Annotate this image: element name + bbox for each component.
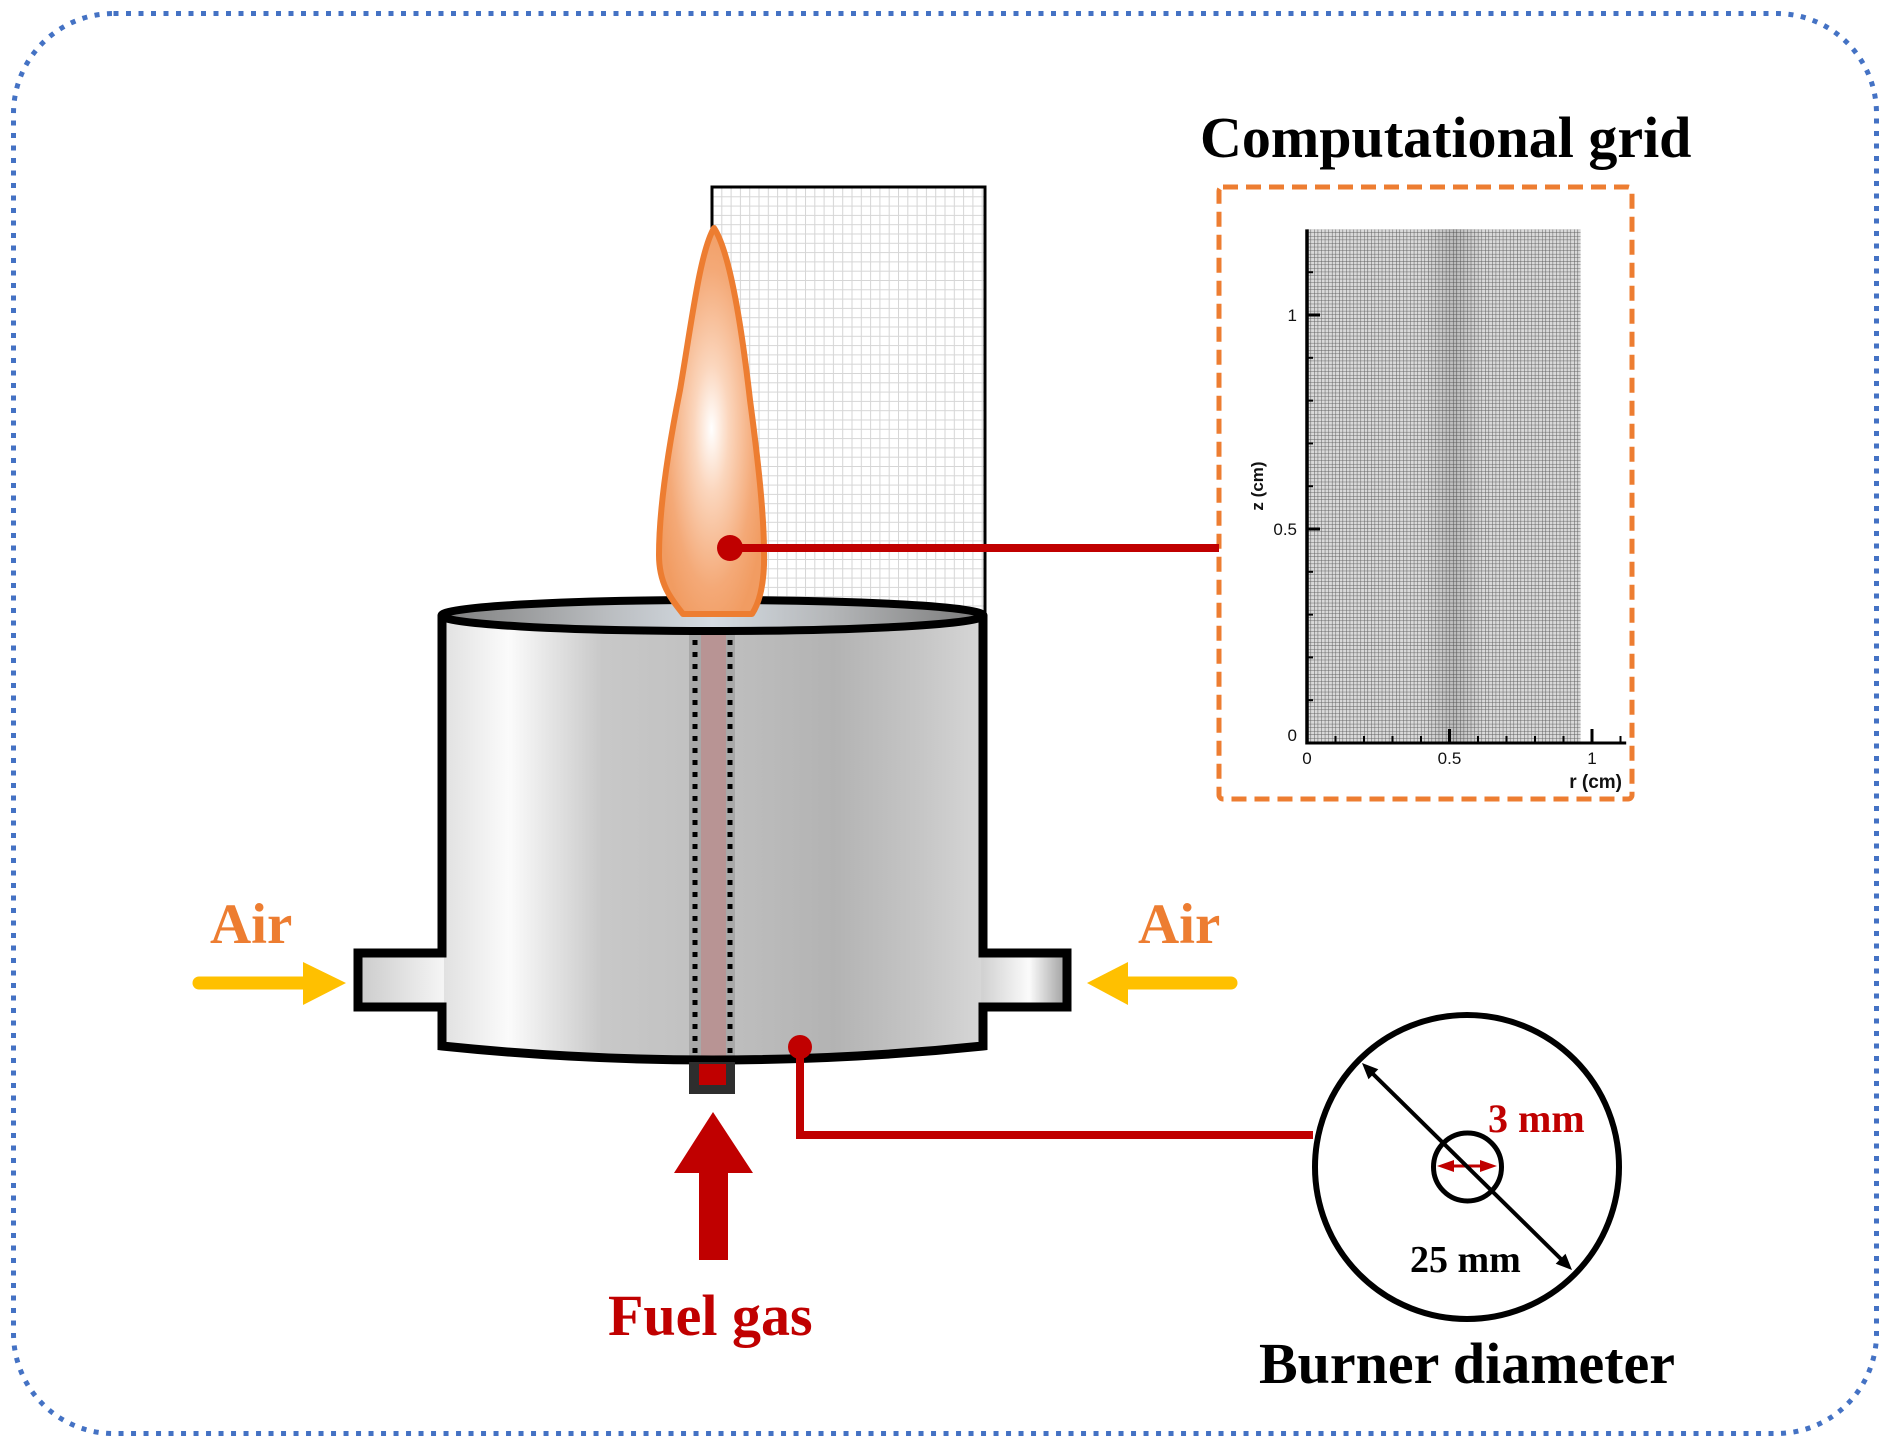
air-inlet-pipe-right [981, 953, 1067, 1007]
x-tick-label: 0 [1302, 749, 1311, 768]
y-tick-label: 1 [1288, 306, 1297, 325]
fuel-nozzle-opening [699, 1064, 726, 1085]
flame-icon [656, 225, 768, 617]
double-arrow-icon [1362, 1063, 1572, 1270]
computational-grid-plot: 0 0.5 1 0 0.5 1 r (cm) z (cm) [1248, 229, 1627, 793]
air-inlet-label-right: Air [1138, 893, 1220, 956]
fuel-tube [689, 630, 735, 1062]
flame-connector-dot [717, 535, 743, 561]
outer-diameter-label: 25 mm [1410, 1239, 1521, 1281]
arrow-left-icon [1087, 962, 1238, 1005]
air-inlet-pipe-left [358, 953, 444, 1007]
x-axis-label: r (cm) [1569, 772, 1622, 793]
burner-diameter-detail: 3 mm 25 mm [1312, 1012, 1622, 1322]
arrow-right-icon [192, 962, 346, 1005]
y-tick-label: 0.5 [1273, 520, 1297, 539]
burner-diameter-title: Burner diameter [1259, 1331, 1675, 1396]
inner-fuel-circle [1431, 1130, 1504, 1204]
x-tick-label: 0.5 [1438, 749, 1462, 768]
burner-body-outline [353, 615, 1072, 1065]
dotted-frame-border [11, 11, 1879, 1436]
inner-diameter-label: 3 mm [1488, 1096, 1585, 1141]
y-axis-label: z (cm) [1248, 461, 1267, 510]
grid-panel-title: Computational grid [1200, 105, 1691, 170]
arrow-up-icon [674, 1112, 753, 1260]
air-inlet-label-left: Air [210, 893, 292, 956]
burner-to-diameter-connector-line [796, 1047, 1313, 1139]
plot-axes [1305, 229, 1627, 745]
burner-connector-dot [788, 1035, 812, 1059]
x-tick-label: 1 [1587, 749, 1596, 768]
mesh-refinement-band [1425, 229, 1483, 743]
y-tick-label: 0 [1288, 726, 1297, 745]
grid-panel-dashed-box [1216, 184, 1635, 802]
fuel-gas-label: Fuel gas [608, 1283, 813, 1348]
fuel-tube-core [701, 630, 726, 1062]
